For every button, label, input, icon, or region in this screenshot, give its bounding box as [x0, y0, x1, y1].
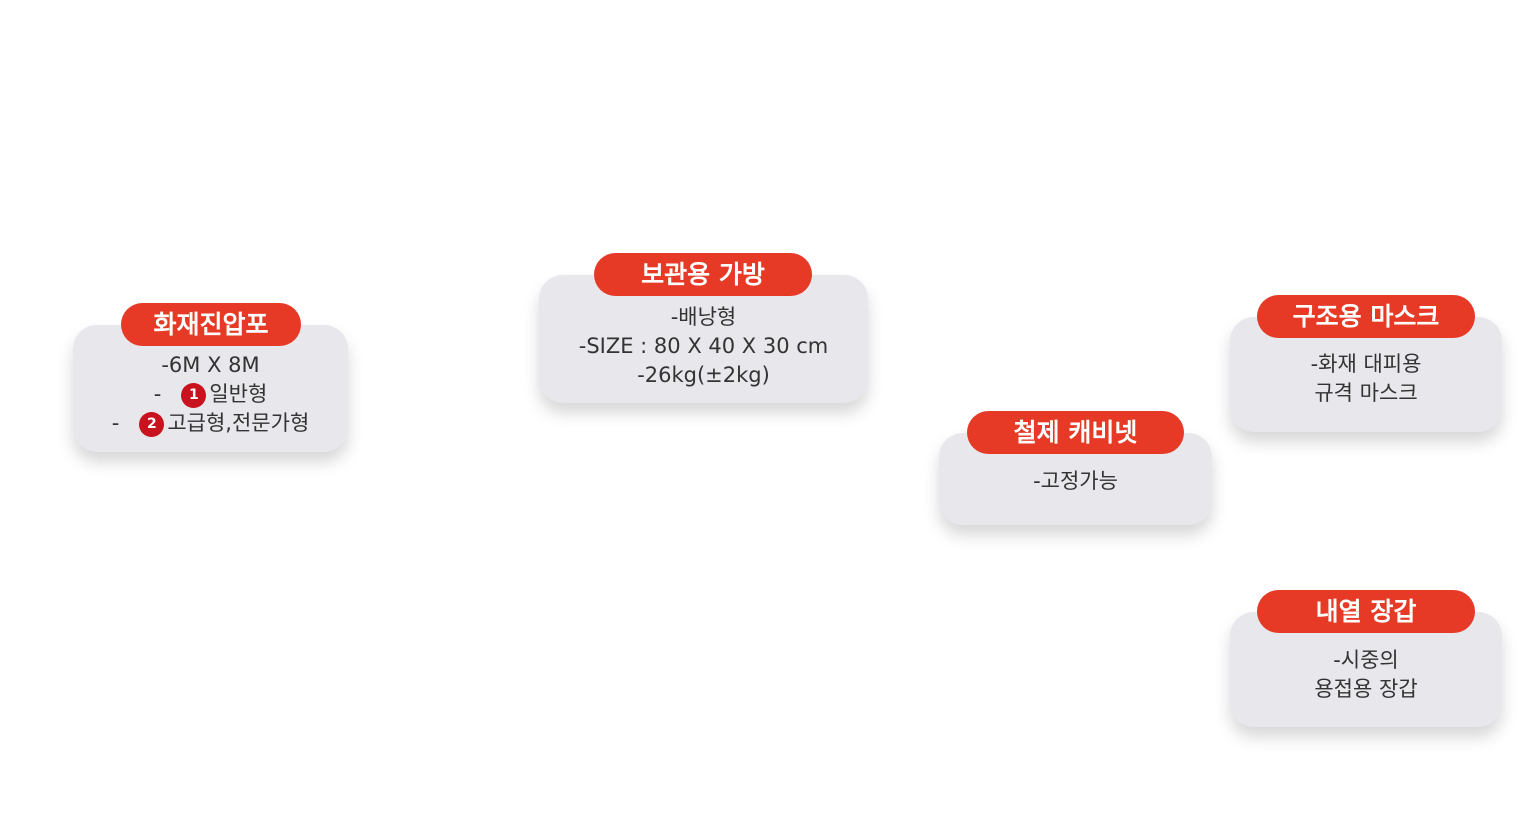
- card-line: -화재 대피용: [1310, 352, 1422, 376]
- card-line: -6M X 8M: [161, 353, 260, 377]
- card-title: 철제 캐비넷: [967, 411, 1184, 454]
- card-line: -고정가능: [1033, 469, 1118, 493]
- product-card-storage-bag: 보관용 가방 -배낭형 -SIZE : 80 X 40 X 30 cm -26k…: [539, 253, 868, 403]
- number-2-badge-icon: 2: [139, 412, 165, 437]
- product-card-steel-cabinet: 철제 캐비넷 -고정가능: [939, 411, 1212, 525]
- card-line: -시중의: [1333, 648, 1399, 672]
- card-line: 용접용 장갑: [1314, 677, 1418, 701]
- card-title: 구조용 마스크: [1257, 295, 1475, 338]
- card-line: -배낭형: [670, 305, 737, 329]
- product-card-heat-gloves: 내열 장갑 -시중의 용접용 장갑: [1230, 590, 1502, 727]
- option-prefix: -: [111, 411, 120, 435]
- card-title: 화재진압포: [121, 303, 301, 346]
- card-line: -26kg(±2kg): [637, 363, 770, 387]
- option-text: 일반형: [209, 382, 268, 406]
- product-card-rescue-mask: 구조용 마스크 -화재 대피용 규격 마스크: [1230, 295, 1502, 432]
- number-1-badge-icon: 1: [181, 383, 207, 408]
- card-title: 보관용 가방: [594, 253, 812, 296]
- option-prefix: -: [153, 382, 162, 406]
- card-line: 규격 마스크: [1314, 381, 1418, 405]
- option-text: 고급형,전문가형: [167, 411, 310, 435]
- card-title: 내열 장갑: [1257, 590, 1475, 633]
- card-line: -SIZE : 80 X 40 X 30 cm: [578, 334, 829, 358]
- card-body: -배낭형 -SIZE : 80 X 40 X 30 cm -26kg(±2kg): [539, 275, 868, 403]
